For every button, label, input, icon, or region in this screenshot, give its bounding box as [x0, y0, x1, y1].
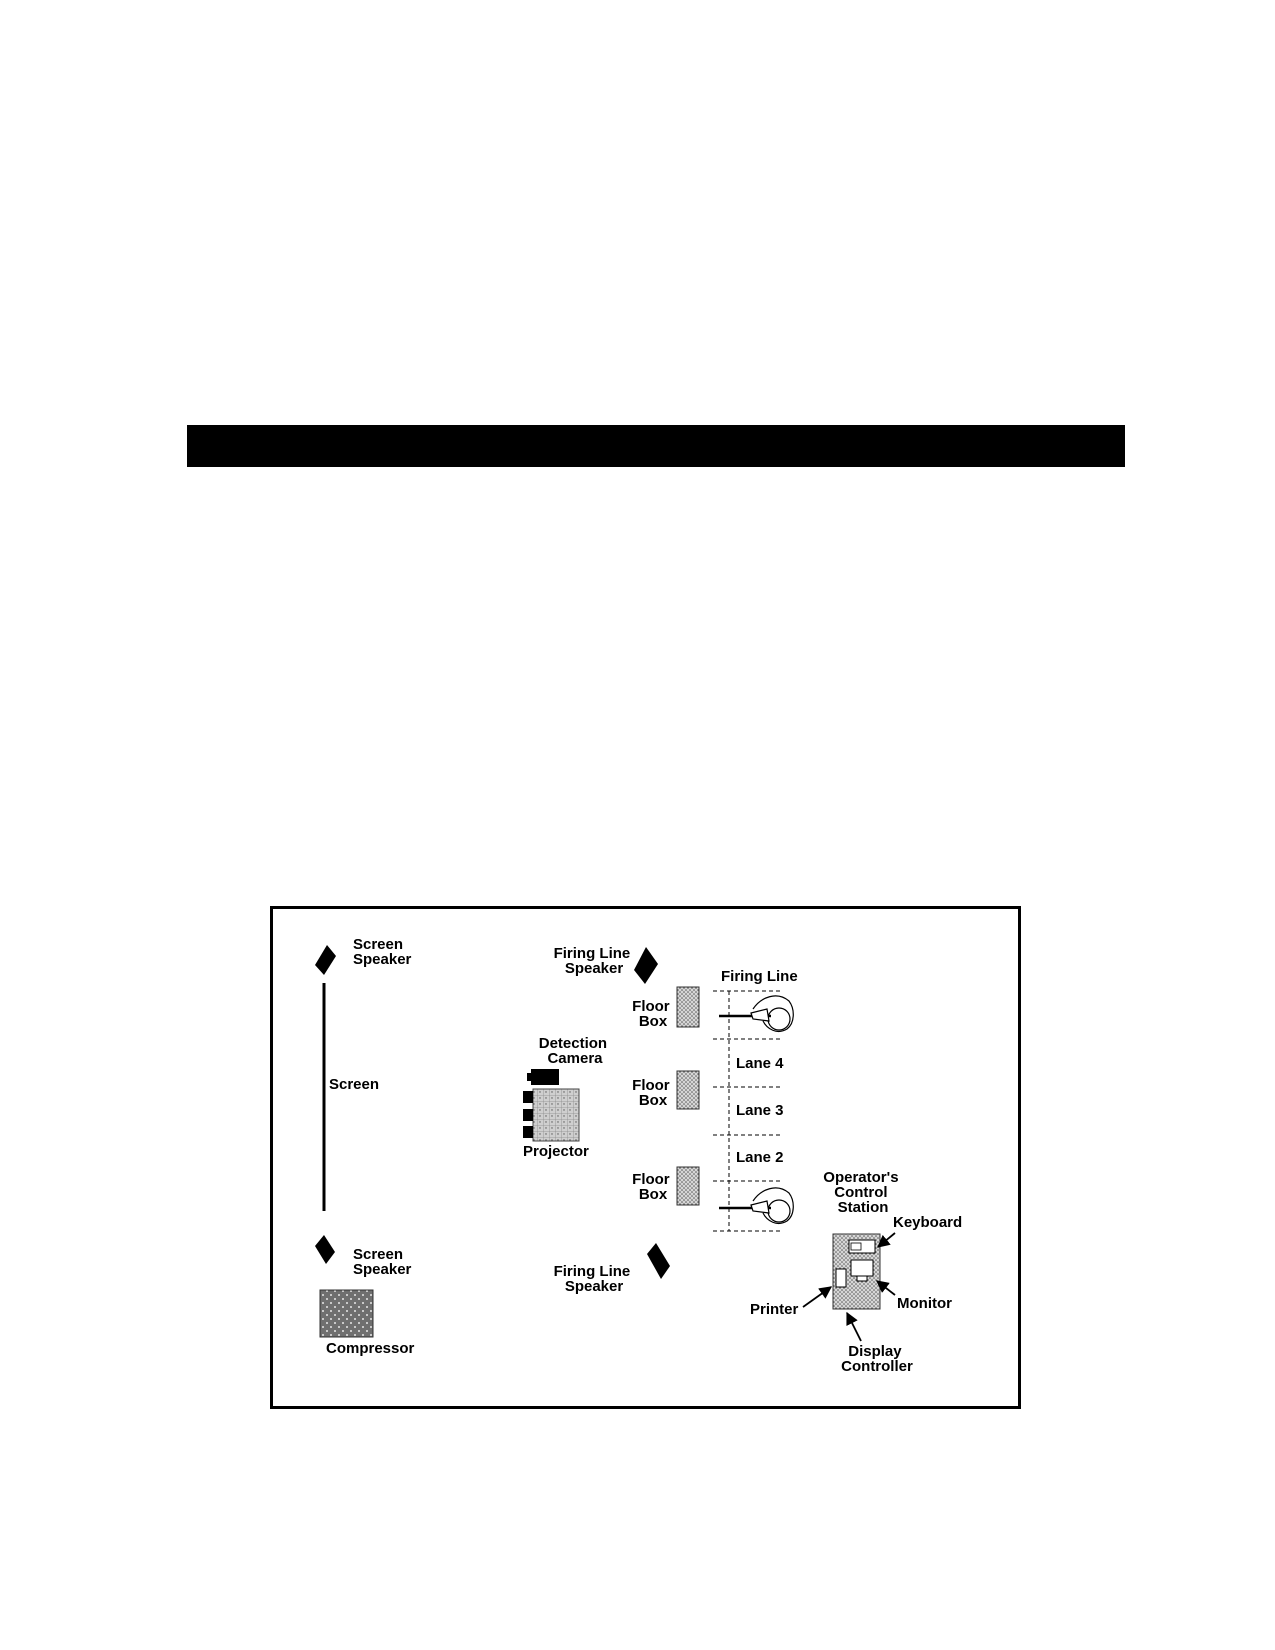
floor-box-3-label: Floor Box	[632, 1171, 674, 1203]
floor-box-2-label: Floor Box	[632, 1077, 674, 1109]
keyboard-label: Keyboard	[893, 1214, 962, 1231]
firing-line-speaker-top-label: Firing Line Speaker	[554, 945, 635, 977]
operators-control-station-label: Operator's Control Station	[823, 1169, 902, 1216]
printer-shape	[835, 1268, 847, 1288]
operators-control-station	[832, 1233, 881, 1310]
keyboard-shape	[848, 1239, 876, 1254]
lane-dividers	[713, 990, 781, 1232]
shooter-bottom	[719, 1187, 794, 1225]
firing-line-speaker-top	[634, 947, 658, 984]
screen-speaker-top	[315, 945, 336, 975]
monitor-shape	[850, 1259, 874, 1277]
screen-speaker-bottom	[315, 1235, 335, 1264]
detection-camera-label: Detection Camera	[539, 1035, 612, 1067]
detection-camera	[527, 1069, 559, 1085]
section-header-bar	[187, 425, 1125, 467]
compressor	[319, 1289, 374, 1338]
printer-arrow	[802, 1286, 833, 1308]
monitor-arrow	[876, 1280, 896, 1296]
lane-4-label: Lane 4	[736, 1055, 784, 1072]
lane-2-label: Lane 2	[736, 1149, 784, 1166]
screen-label: Screen	[329, 1076, 379, 1093]
lane-3-label: Lane 3	[736, 1102, 784, 1119]
diagram-canvas: Screen Speaker Screen Screen Speaker Com…	[315, 936, 962, 1375]
floor-box-1	[676, 986, 700, 1028]
screen-speaker-top-label: Screen Speaker	[353, 936, 412, 968]
firing-line-speaker-bottom-label: Firing Line Speaker	[554, 1263, 635, 1295]
keyboard-arrow	[877, 1232, 896, 1248]
floor-box-3	[676, 1166, 700, 1206]
projector	[523, 1088, 580, 1142]
printer-label: Printer	[750, 1301, 799, 1318]
display-controller-label: Display Controller	[841, 1343, 913, 1375]
projector-label: Projector	[523, 1143, 589, 1160]
firing-line-label: Firing Line	[721, 968, 798, 985]
range-layout-diagram: Screen Speaker Screen Screen Speaker Com…	[270, 906, 1021, 1409]
screen-speaker-bottom-label: Screen Speaker	[353, 1246, 412, 1278]
firing-line-speaker-bottom	[647, 1243, 670, 1279]
shooter-top	[719, 995, 794, 1033]
floor-box-1-label: Floor Box	[632, 998, 674, 1030]
floor-box-2	[676, 1070, 700, 1110]
compressor-label: Compressor	[326, 1340, 415, 1357]
monitor-label: Monitor	[897, 1295, 952, 1312]
display-controller-arrow	[846, 1311, 862, 1342]
